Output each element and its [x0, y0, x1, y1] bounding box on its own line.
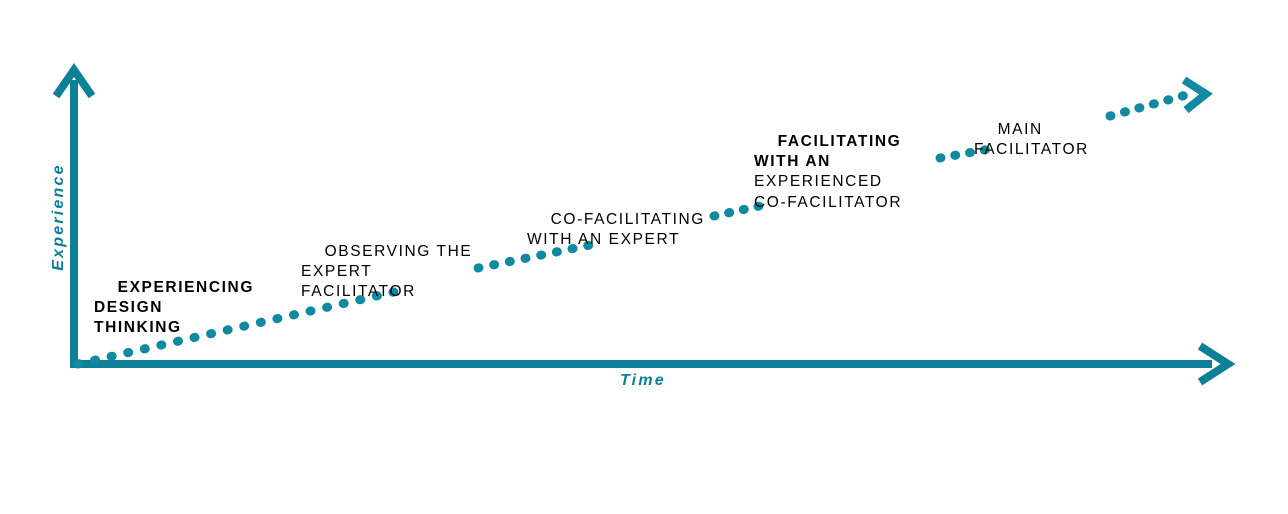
stage-label-observing-the-expert-facilitator: OBSERVING THE EXPERT FACILITATOR [301, 222, 472, 323]
stage-4-secondary-text: EXPERIENCED CO-FACILITATOR [754, 173, 903, 211]
y-axis-arrowhead [52, 62, 96, 99]
dotted-segment-2 [473, 238, 605, 273]
y-axis-label: Experience [50, 163, 67, 271]
dotted-segment-3 [709, 200, 769, 221]
stage-label-facilitating-with-experienced-co-facilitator: FACILITATING WITH AN EXPERIENCED CO-FACI… [754, 112, 902, 233]
dotted-segment-1 [73, 287, 399, 369]
stage-5-secondary-text: MAIN FACILITATOR [974, 121, 1089, 159]
stage-label-experiencing-design-thinking: EXPERIENCING DESIGN THINKING [94, 258, 254, 359]
stage-label-main-facilitator: MAIN FACILITATOR [974, 100, 1089, 181]
stage-3-secondary-text: CO-FACILITATING WITH AN EXPERT [527, 211, 705, 249]
progression-arrowhead [1181, 76, 1213, 114]
stage-1-emphasis-text: EXPERIENCING DESIGN THINKING [94, 279, 254, 337]
stage-2-secondary-text: OBSERVING THE EXPERT FACILITATOR [301, 243, 473, 301]
x-axis-label: Time [620, 372, 666, 389]
dotted-segment-4 [935, 144, 995, 163]
stage-4-emphasis-text: FACILITATING WITH AN [754, 133, 902, 171]
stage-label-co-facilitating-with-an-expert: CO-FACILITATING WITH AN EXPERT [527, 190, 705, 271]
dotted-segment-5 [1105, 76, 1213, 121]
x-axis-arrowhead [1197, 342, 1236, 386]
